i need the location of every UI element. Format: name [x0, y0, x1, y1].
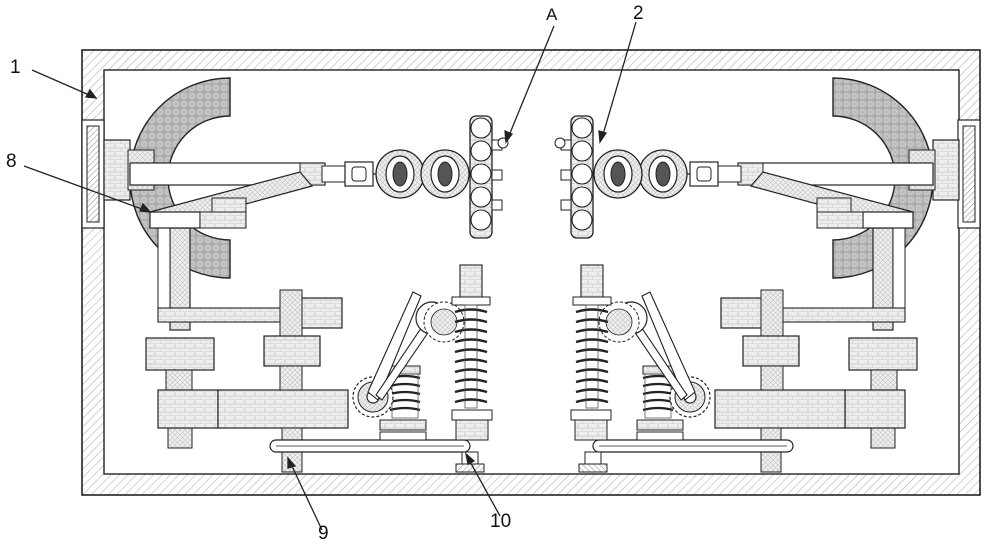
bearing-pod [373, 149, 470, 199]
label-part-10: 10 [490, 511, 512, 532]
vertical-rack [469, 115, 509, 239]
leader-lines [23, 21, 637, 531]
label-detail-a: A [546, 5, 558, 24]
label-part-2: 2 [633, 3, 644, 24]
label-part-1: 1 [10, 57, 21, 78]
label-part-9: 9 [318, 523, 329, 544]
left-mechanism [103, 77, 509, 473]
label-part-8: 8 [6, 151, 17, 172]
gear-spring-assembly [352, 291, 465, 441]
